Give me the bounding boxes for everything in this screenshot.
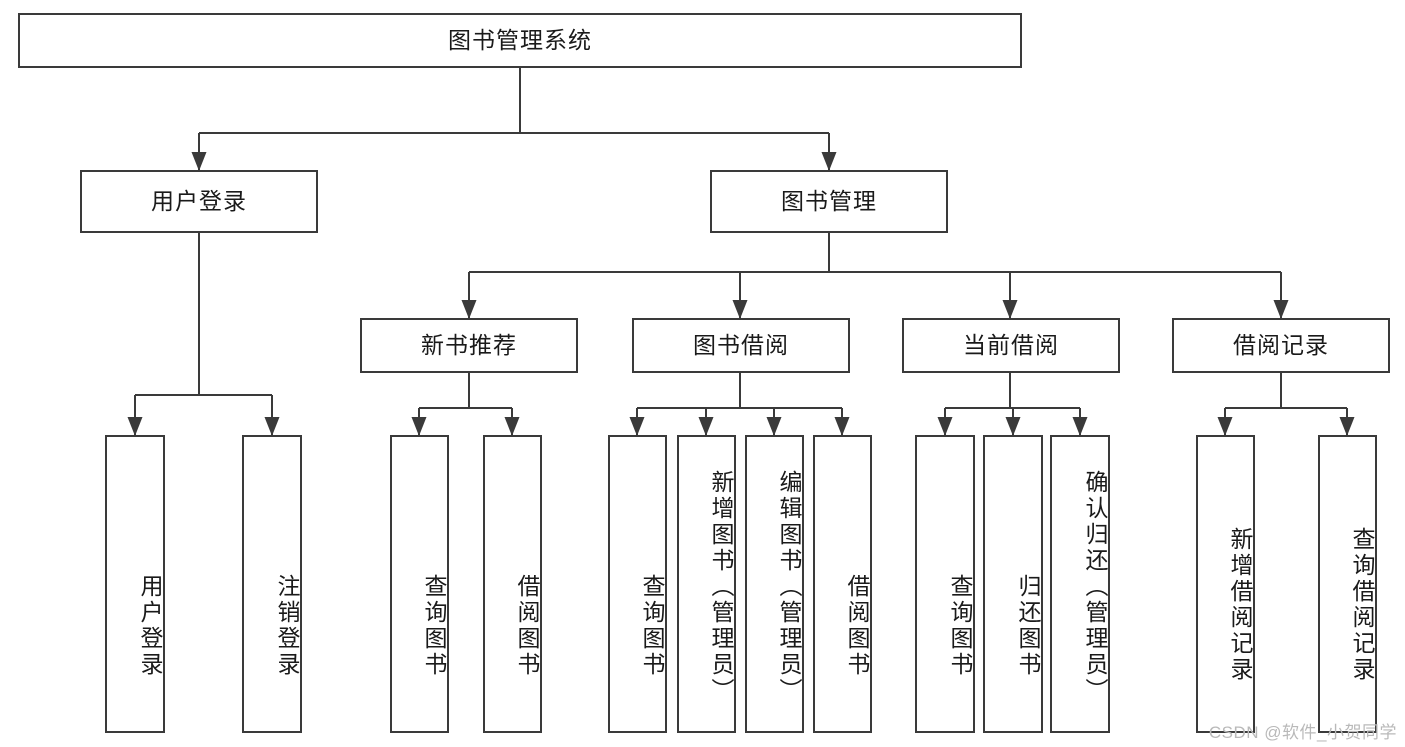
node-label: 用户登录	[151, 187, 247, 214]
node-leaf-query-book-current[interactable]: 查询图书	[915, 435, 975, 733]
node-label: 编辑图书（管理员）	[776, 470, 802, 704]
node-label: 查询图书	[947, 574, 973, 678]
node-label: 查询图书	[421, 574, 447, 678]
node-label: 当前借阅	[963, 331, 1059, 358]
node-label: 注销登录	[274, 574, 300, 678]
node-label: 借阅图书	[844, 574, 870, 678]
node-label: 归还图书	[1015, 574, 1041, 678]
node-book-management[interactable]: 图书管理	[710, 170, 948, 233]
node-leaf-confirm-return[interactable]: 确认归还（管理员）	[1050, 435, 1110, 733]
node-user-login[interactable]: 用户登录	[80, 170, 318, 233]
node-label: 用户登录	[137, 574, 163, 678]
node-book-borrow[interactable]: 图书借阅	[632, 318, 850, 373]
node-label: 借阅图书	[514, 574, 540, 678]
node-leaf-return-book[interactable]: 归还图书	[983, 435, 1043, 733]
node-label: 图书管理	[781, 187, 877, 214]
node-leaf-edit-book[interactable]: 编辑图书（管理员）	[745, 435, 804, 733]
node-label: 新增图书（管理员）	[708, 470, 734, 704]
node-label: 查询图书	[639, 574, 665, 678]
node-label: 图书借阅	[693, 331, 789, 358]
node-label: 新增借阅记录	[1227, 527, 1253, 683]
node-leaf-user-login[interactable]: 用户登录	[105, 435, 165, 733]
node-leaf-query-record[interactable]: 查询借阅记录	[1318, 435, 1377, 733]
node-root-system[interactable]: 图书管理系统	[18, 13, 1022, 68]
node-leaf-add-record[interactable]: 新增借阅记录	[1196, 435, 1255, 733]
node-leaf-borrow-book[interactable]: 借阅图书	[813, 435, 872, 733]
node-leaf-add-book[interactable]: 新增图书（管理员）	[677, 435, 736, 733]
node-leaf-query-book-borrow[interactable]: 查询图书	[608, 435, 667, 733]
node-leaf-logout[interactable]: 注销登录	[242, 435, 302, 733]
node-borrow-records[interactable]: 借阅记录	[1172, 318, 1390, 373]
watermark-text: CSDN @软件_小贺同学	[1208, 723, 1397, 742]
node-label: 图书管理系统	[448, 26, 592, 53]
node-label: 新书推荐	[421, 331, 517, 358]
node-label: 查询借阅记录	[1349, 527, 1375, 683]
node-label: 确认归还（管理员）	[1082, 470, 1108, 704]
node-leaf-borrow-book-new[interactable]: 借阅图书	[483, 435, 542, 733]
node-label: 借阅记录	[1233, 331, 1329, 358]
node-current-borrow[interactable]: 当前借阅	[902, 318, 1120, 373]
node-leaf-query-book-new[interactable]: 查询图书	[390, 435, 449, 733]
node-new-book-recommend[interactable]: 新书推荐	[360, 318, 578, 373]
